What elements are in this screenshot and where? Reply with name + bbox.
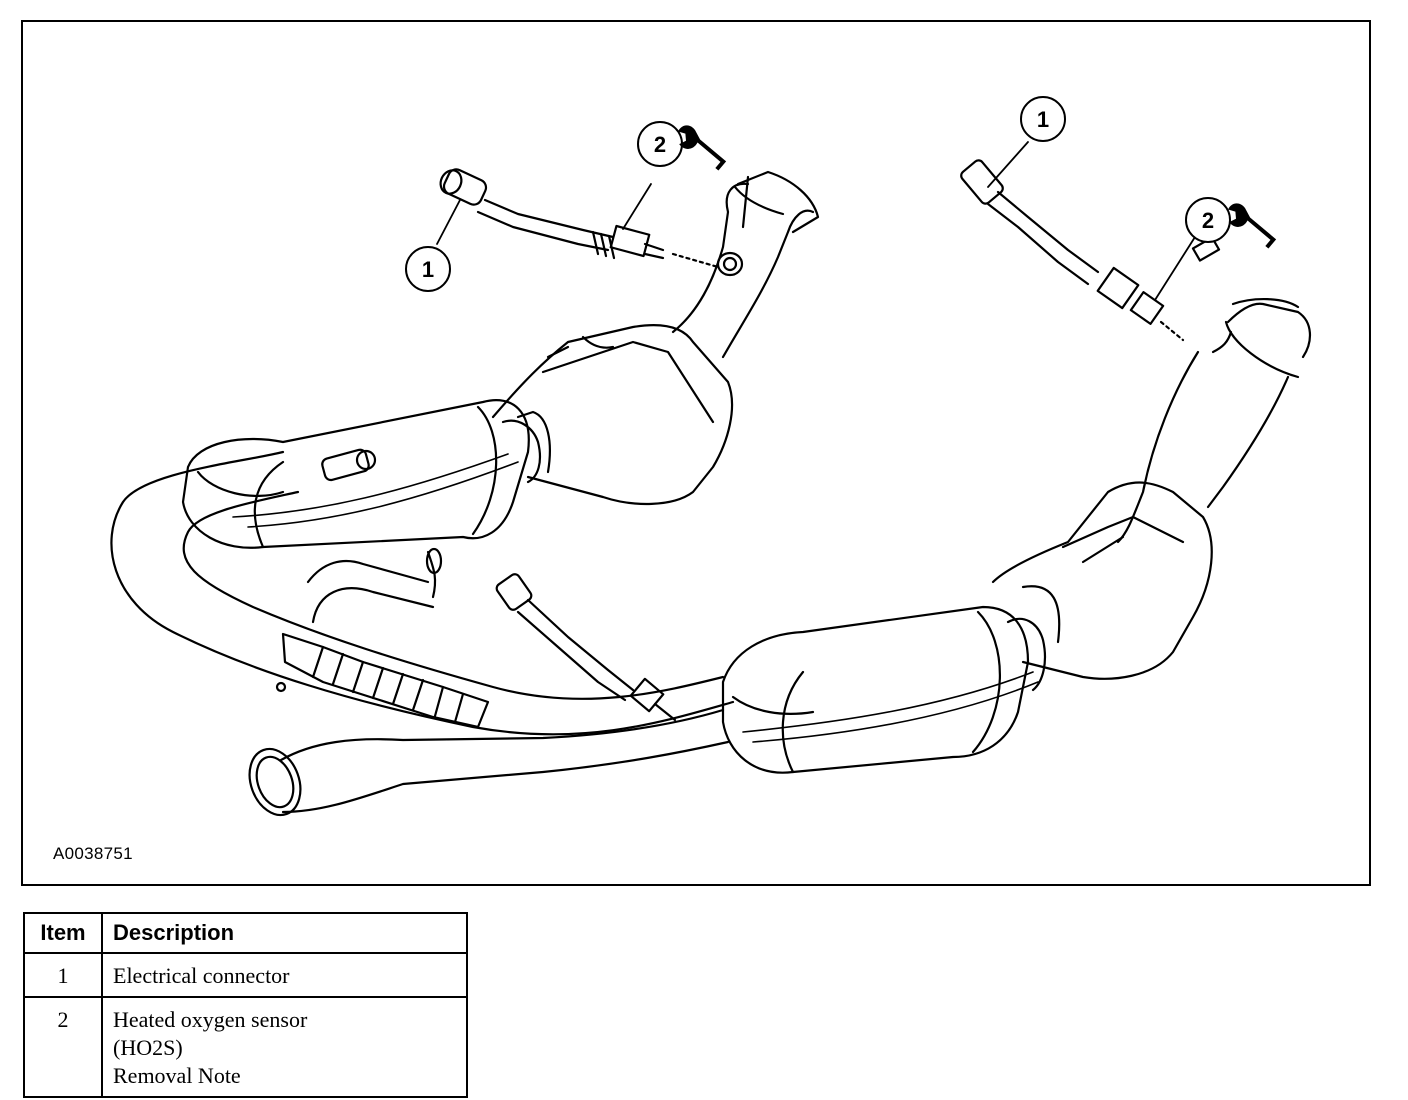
table-header-row: Item Description [23, 912, 468, 954]
figure-id-label: A0038751 [53, 844, 133, 863]
description-line: Electrical connector [113, 963, 290, 988]
svg-text:1: 1 [422, 257, 434, 282]
left-heat-shield [491, 324, 734, 505]
left-exhaust-pipe [110, 450, 735, 736]
column-header-description: Description [101, 912, 468, 954]
item-number: 2 [23, 996, 103, 1098]
right-catalytic-converter [721, 605, 1047, 774]
item-number: 1 [23, 952, 103, 998]
table-row: 1 Electrical connector [23, 952, 468, 998]
svg-text:2: 2 [654, 132, 666, 157]
callout-left-1: 1 [405, 246, 451, 292]
parts-table: Item Description 1 Electrical connector … [23, 912, 468, 1098]
item-description: Heated oxygen sensor (HO2S) Removal Note [101, 996, 468, 1098]
svg-text:1: 1 [1037, 107, 1049, 132]
description-line: Removal Note [113, 1063, 241, 1088]
wrench-icon [1228, 203, 1277, 249]
right-heat-shield [991, 481, 1213, 680]
item-description: Electrical connector [101, 952, 468, 998]
description-line: Heated oxygen sensor [113, 1007, 308, 1032]
wrench-icon [678, 125, 727, 171]
left-downpipe [671, 170, 820, 359]
right-downpipe [1116, 236, 1311, 544]
svg-text:2: 2 [1202, 208, 1214, 233]
description-line: (HO2S) [113, 1035, 183, 1060]
callout-leaders [436, 141, 1196, 301]
exhaust-system-illustration: 1 2 1 2 [110, 96, 1311, 817]
table-row: 2 Heated oxygen sensor (HO2S) Removal No… [23, 996, 468, 1098]
lower-oxygen-sensor [495, 573, 677, 722]
right-oxygen-sensor [960, 159, 1185, 342]
diagram-frame: 1 2 1 2 A0038751 [21, 20, 1371, 886]
callout-left-2: 2 [637, 121, 683, 167]
center-heat-shield [275, 632, 490, 729]
column-header-item: Item [23, 912, 103, 954]
rear-exhaust-pipe [248, 708, 730, 817]
left-catalytic-converter [181, 399, 530, 549]
callout-right-1: 1 [1020, 96, 1066, 142]
callout-right-2: 2 [1185, 197, 1231, 243]
left-oxygen-sensor [439, 168, 720, 269]
